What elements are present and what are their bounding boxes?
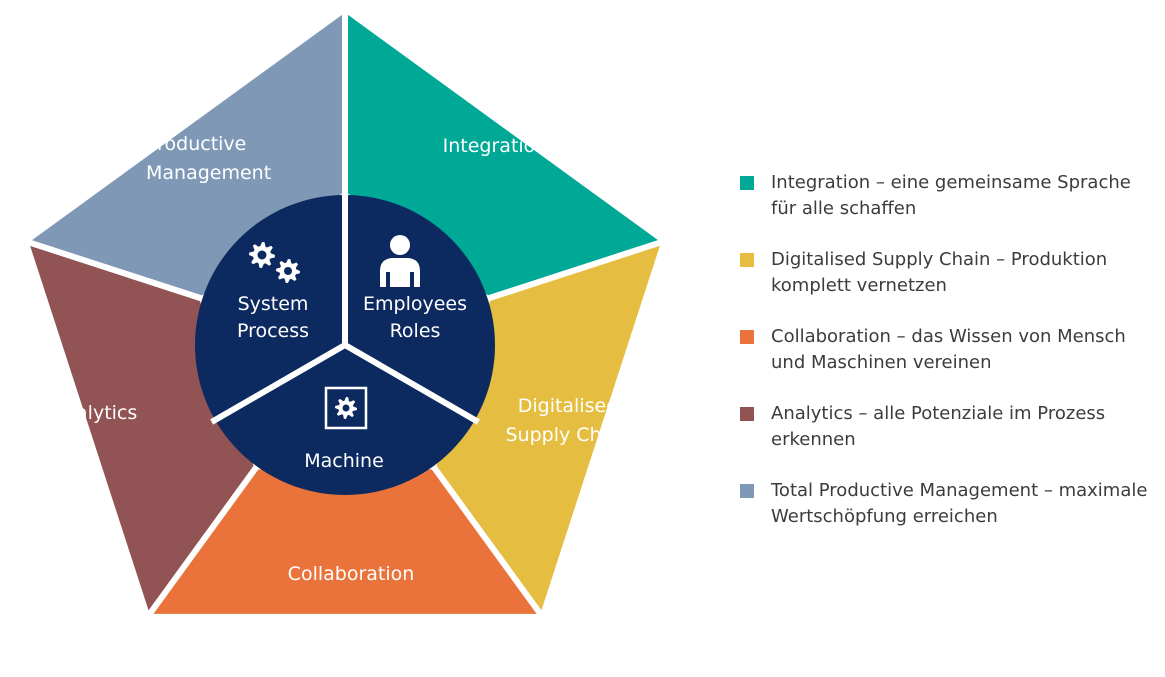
gears-icon-small xyxy=(276,259,300,283)
core-label-line: Employees xyxy=(363,293,467,315)
legend-text-integration: Integration – eine gemeinsame Sprache fü… xyxy=(771,172,1131,219)
segment-label-line: Integration xyxy=(443,135,548,157)
legend-text-supply-chain: Digitalised Supply Chain – Produktion ko… xyxy=(771,249,1108,296)
person-head xyxy=(390,235,410,255)
legend-text-analytics: Analytics – alle Potenziale im Prozess e… xyxy=(771,403,1106,450)
core-label-line: System xyxy=(238,293,309,315)
legend: Integration – eine gemeinsame Sprache fü… xyxy=(740,170,1160,555)
machine-gear-icon-hole xyxy=(342,404,350,412)
legend-swatch-integration xyxy=(740,176,754,190)
legend-swatch-supply-chain xyxy=(740,253,754,267)
core-label-machine: Machine xyxy=(304,450,384,472)
segment-label-integration: Integration xyxy=(443,135,548,157)
gears-icon-small-hole xyxy=(284,267,292,275)
segment-label-line: Collaboration xyxy=(288,563,415,585)
person-body xyxy=(380,258,420,287)
legend-text-collaboration: Collaboration – das Wissen von Mensch un… xyxy=(771,326,1126,373)
segment-label-line: Productive xyxy=(146,133,246,155)
machine-gear-icon xyxy=(335,397,357,419)
segment-label-line: Supply Chain xyxy=(505,424,630,446)
segment-label-line: Analytics xyxy=(51,402,137,424)
core-divider xyxy=(210,342,347,425)
legend-item-supply-chain: Digitalised Supply Chain – Produktion ko… xyxy=(740,247,1160,299)
gears-icon xyxy=(249,242,275,268)
machine-frame xyxy=(324,386,368,430)
core-divider xyxy=(343,342,480,425)
segment-label-line: Total xyxy=(145,104,190,126)
core-label-line: Machine xyxy=(304,450,384,472)
legend-item-tpm: Total Productive Management – maximale W… xyxy=(740,478,1160,530)
legend-item-collaboration: Collaboration – das Wissen von Mensch un… xyxy=(740,324,1160,376)
segment-label-collaboration: Collaboration xyxy=(288,563,415,585)
legend-item-integration: Integration – eine gemeinsame Sprache fü… xyxy=(740,170,1160,222)
machine-icon xyxy=(324,386,368,430)
legend-text-tpm: Total Productive Management – maximale W… xyxy=(771,480,1148,527)
segment-label-line: Management xyxy=(146,162,271,184)
person-icon xyxy=(380,235,420,287)
legend-swatch-tpm xyxy=(740,484,754,498)
legend-swatch-collaboration xyxy=(740,330,754,344)
segment-label-line: Digitalised xyxy=(518,395,619,417)
legend-item-analytics: Analytics – alle Potenziale im Prozess e… xyxy=(740,401,1160,453)
segment-label-analytics: Analytics xyxy=(51,402,137,424)
legend-swatch-analytics xyxy=(740,407,754,421)
core-label-line: Roles xyxy=(390,320,441,342)
core-label-line: Process xyxy=(237,320,309,342)
gears-icon-hole xyxy=(257,250,267,260)
